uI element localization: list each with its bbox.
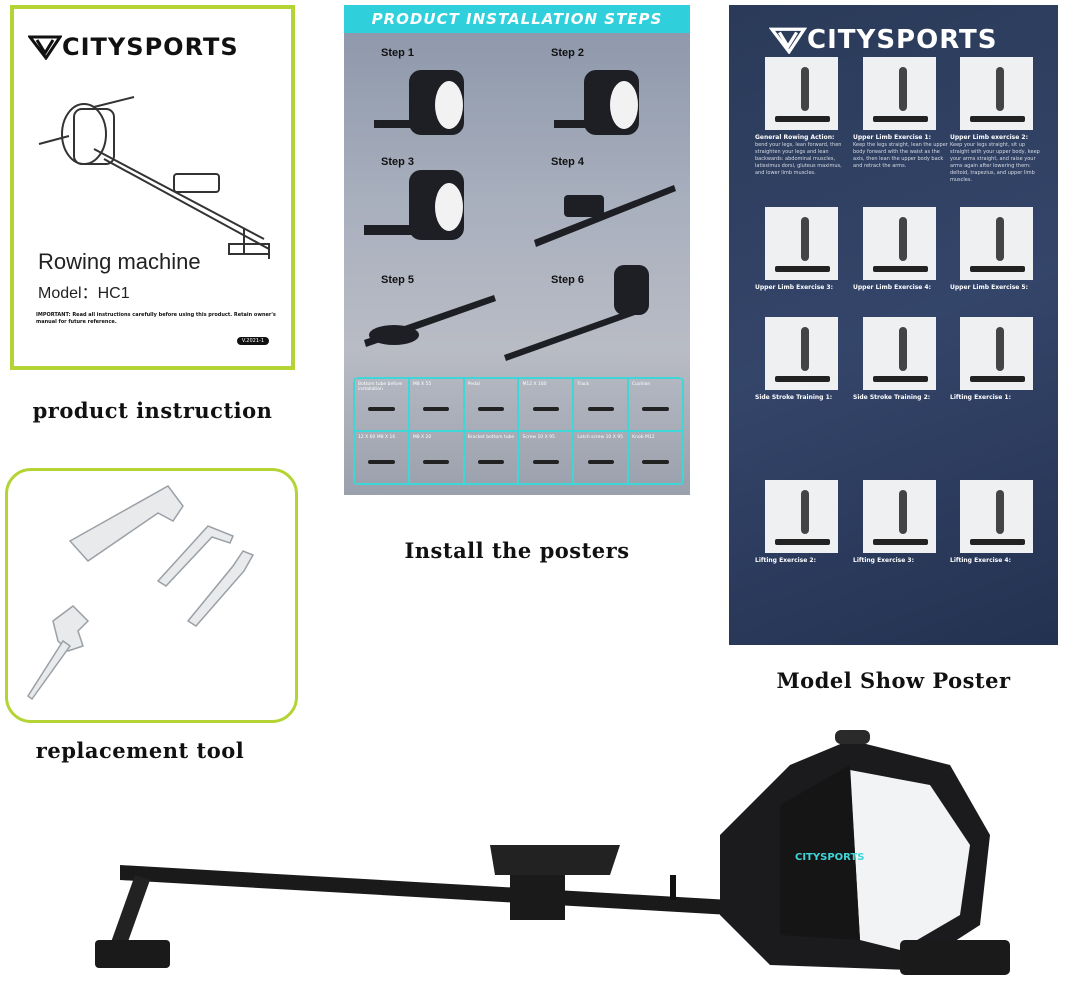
exercise-title: Upper Limb Exercise 3: <box>755 284 834 291</box>
exercise-cell: Lifting Exercise 1: <box>946 317 1046 402</box>
part-label: M8 X 20 <box>412 435 432 440</box>
part-cell: M8 X 55 <box>408 378 464 431</box>
installation-steps-illustrations <box>364 70 676 361</box>
wrench-tools-image <box>26 485 255 701</box>
step-label: Step 2 <box>551 47 585 59</box>
exercise-title: Lifting Exercise 1: <box>950 394 1011 401</box>
part-label: Screw 10 X 95 <box>522 435 555 440</box>
part-cell: Bottom tube before installation <box>354 378 409 431</box>
exercise-photo <box>764 207 838 280</box>
poster-banner: PRODUCT INSTALLATION STEPS <box>344 5 690 33</box>
part-cell: Bracket bottom tube <box>463 431 519 484</box>
exercise-cell: General Rowing Action:bend your legs, le… <box>751 57 851 177</box>
citysports-logo: CITYSPORTS <box>28 33 239 61</box>
step-label: Step 4 <box>551 156 585 168</box>
brand-mark-icon <box>769 27 807 54</box>
exercise-photo <box>862 480 936 553</box>
part-label: M8 X 55 <box>412 382 432 387</box>
exercise-description: Keep your legs straight, sit up straight… <box>950 142 1040 183</box>
exercise-cell: Upper Limb Exercise 4: <box>849 207 949 292</box>
exercise-title: Upper Limb exercise 2: <box>950 134 1028 141</box>
exercise-photo <box>764 317 838 390</box>
replacement-tool-card <box>5 468 298 723</box>
manual-note: IMPORTANT: Read all instructions careful… <box>36 312 276 325</box>
manual-title: Rowing machine <box>38 249 201 274</box>
exercise-photo <box>862 207 936 280</box>
caption-install-posters: Install the posters <box>404 538 630 563</box>
citysports-logo: CITYSPORTS <box>769 25 998 55</box>
brand-name: CITYSPORTS <box>62 33 239 61</box>
exercise-cell: Side Stroke Training 2: <box>849 317 949 402</box>
exercise-description: bend your legs, lean forward, then strai… <box>755 142 842 176</box>
exercise-title: Lifting Exercise 3: <box>853 557 914 564</box>
exercise-title: Upper Limb Exercise 5: <box>950 284 1029 291</box>
exercise-title: General Rowing Action: <box>755 134 835 141</box>
part-label: Pedal <box>467 382 480 387</box>
exercise-photo <box>764 480 838 553</box>
rowing-machine-drawing <box>38 96 270 259</box>
part-cell: Latch screw 10 X 95 <box>573 431 629 484</box>
exercise-description: Keep the legs straight, lean the upper b… <box>853 142 948 169</box>
step-label: Step 6 <box>551 274 585 286</box>
exercise-cell: Upper Limb Exercise 5: <box>946 207 1046 292</box>
part-cell: Cushion <box>628 378 683 431</box>
exercise-title: Side Stroke Training 1: <box>755 394 833 401</box>
caption-replacement-tool: replacement tool <box>35 738 245 763</box>
exercise-title: Upper Limb Exercise 4: <box>853 284 932 291</box>
exercise-photo <box>862 317 936 390</box>
exercise-title: Lifting Exercise 4: <box>950 557 1011 564</box>
exercise-cell: Lifting Exercise 3: <box>849 480 949 565</box>
part-cell: 12 X 60 M8 X 16 <box>354 431 409 484</box>
part-label: Cushion <box>632 382 651 387</box>
exercise-photo <box>862 57 936 130</box>
part-label: 12 X 60 M8 X 16 <box>358 435 396 440</box>
model-show-poster: CITYSPORTS General Rowing Action:bend yo… <box>729 5 1058 645</box>
exercise-photo <box>959 480 1033 553</box>
exercise-photo <box>764 57 838 130</box>
exercise-cell: Lifting Exercise 2: <box>751 480 851 565</box>
step-label: Step 1 <box>381 47 415 59</box>
caption-model-show-poster: Model Show Poster <box>776 668 1011 693</box>
exercise-cell: Lifting Exercise 4: <box>946 480 1046 565</box>
exercise-cell: Upper Limb Exercise 1:Keep the legs stra… <box>849 57 949 170</box>
parts-list-table: Bottom tube before installation M8 X 55 … <box>353 377 684 485</box>
step-label: Step 5 <box>381 274 415 286</box>
exercise-title: Side Stroke Training 2: <box>853 394 931 401</box>
exercise-photo <box>959 317 1033 390</box>
part-label: Knob M12 <box>632 435 655 440</box>
part-label: M12 X 160 <box>522 382 547 387</box>
part-cell: M12 X 160 <box>518 378 574 431</box>
exercise-photo <box>959 57 1033 130</box>
brand-name: CITYSPORTS <box>807 25 998 55</box>
product-instruction-manual: CITYSPORTS Rowing machine Model：HC1 IMPO… <box>10 5 295 370</box>
exercise-cell: Upper Limb Exercise 3: <box>751 207 851 292</box>
exercise-title: Upper Limb Exercise 1: <box>853 134 932 141</box>
part-label: Bracket bottom tube <box>467 435 515 440</box>
manual-model: Model：HC1 <box>38 285 130 302</box>
part-cell: Screw 10 X 95 <box>518 431 574 484</box>
machine-brand-label: CITYSPORTS <box>795 852 864 863</box>
exercise-cell: Upper Limb exercise 2:Keep your legs str… <box>946 57 1046 184</box>
installation-poster: PRODUCT INSTALLATION STEPS Step 1 Step 2… <box>344 5 690 495</box>
part-cell: Track <box>573 378 629 431</box>
part-label: Track <box>577 382 590 387</box>
exercise-title: Lifting Exercise 2: <box>755 557 816 564</box>
caption-product-instruction: product instruction <box>32 398 273 423</box>
part-cell: Knob M12 <box>628 431 683 484</box>
manual-version: V.2021-1 <box>236 337 269 345</box>
part-cell: M8 X 20 <box>408 431 464 484</box>
part-cell: Pedal <box>463 378 519 431</box>
part-label: Latch screw 10 X 95 <box>577 435 623 440</box>
exercise-cell: Side Stroke Training 1: <box>751 317 851 402</box>
exercise-photo <box>959 207 1033 280</box>
part-label: Bottom tube before installation <box>358 382 403 392</box>
step-label: Step 3 <box>381 156 415 168</box>
brand-mark-icon <box>28 35 62 60</box>
rowing-machine-image: CITYSPORTS <box>95 730 1010 975</box>
